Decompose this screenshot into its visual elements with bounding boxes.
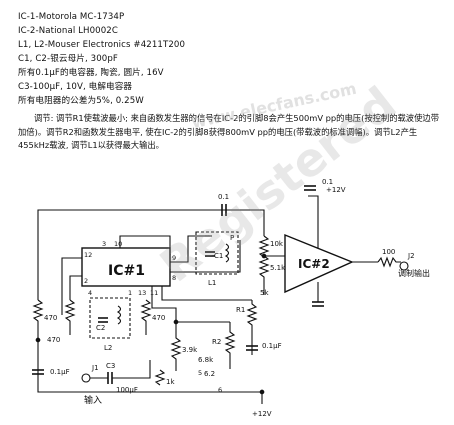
pin-6: 6 <box>218 386 222 394</box>
c3-value: 100μF <box>116 386 138 394</box>
ic2-body <box>284 233 354 294</box>
wire-pin2 <box>69 275 82 300</box>
p-label: P <box>230 234 234 242</box>
l1-label: L1 <box>208 279 216 287</box>
cap-ic2-top-value: 0.1 <box>322 178 333 186</box>
resistor-r2 <box>224 322 236 369</box>
r6-8k-label: 6.8k <box>198 356 214 364</box>
r470-right-label: 470 <box>152 314 165 322</box>
pin-9: 9 <box>172 254 176 262</box>
parts-list: IC-1-Motorola MC-1734P IC-2-National LH0… <box>18 10 185 108</box>
pin6-2-label: 6.2 <box>204 370 215 378</box>
r470-left-label: 470 <box>44 314 57 322</box>
adjustment-paragraph: 调节: 调节R1使载波最小; 来自函数发生器的信号在IC-2的引脚8会产生500… <box>18 113 439 150</box>
resistor-470-left <box>32 299 44 341</box>
resistor-r1 <box>246 300 258 355</box>
input-label: 输入 <box>84 394 102 406</box>
l2-coil <box>116 305 122 325</box>
pin-1: 1 <box>128 289 132 297</box>
r470-mid-label: 470 <box>47 336 60 344</box>
pin-5: 5 <box>198 369 202 377</box>
c3-label: C3 <box>106 362 115 370</box>
r1-label: R1 <box>236 306 245 314</box>
pin-11: 11 <box>150 289 158 297</box>
r1k-label: 1k <box>166 378 175 386</box>
note-ic2: IC-2-National LH0002C <box>18 26 118 36</box>
r10k-label: 10k <box>270 240 284 248</box>
pin-2: 2 <box>84 277 88 285</box>
l1-coil <box>224 243 230 263</box>
wire-pin8 <box>170 240 241 273</box>
wire-pin12 <box>61 257 82 315</box>
ic2-label: IC#2 <box>298 257 330 271</box>
junction-dot <box>261 253 267 259</box>
junction-dot <box>259 389 265 395</box>
j1-label: J1 <box>91 364 99 372</box>
input-jack-j1 <box>81 373 91 383</box>
ic1-label: IC#1 <box>108 263 145 279</box>
pin-4: 4 <box>88 289 92 297</box>
resistor-100 <box>377 256 401 268</box>
r3-9k-label: 3.9k <box>182 346 198 354</box>
note-resistors: 所有电阻器的公差为5%, 0.25W <box>18 96 144 106</box>
pin-8: 8 <box>172 274 176 282</box>
r5-1k-label: 5.1k <box>270 264 286 272</box>
r5k-label: 5k <box>260 289 269 297</box>
wire-pin11 <box>161 286 252 301</box>
cap-bottom-left-value: 0.1μF <box>50 368 70 376</box>
c1-label: C1 <box>214 252 223 260</box>
note-c3: C3-100μF, 10V, 电解电容器 <box>18 82 133 92</box>
pin-10: 10 <box>114 240 122 248</box>
l2-label: L2 <box>104 344 112 352</box>
plus12v-top-label: +12V <box>326 186 346 194</box>
junction-dot <box>35 337 41 343</box>
output-label: 调制输出 <box>398 268 430 278</box>
output-jack-j2 <box>399 261 409 271</box>
r100-label: 100 <box>382 248 395 256</box>
wire-top-loop <box>37 209 265 300</box>
note-caps-common: 所有0.1μF的电容器, 陶瓷, 圆片, 16V <box>18 68 164 78</box>
wire-plus12v-top <box>308 195 319 248</box>
resistor-470-mid <box>64 299 76 335</box>
wire-pin9 <box>170 235 212 263</box>
cap-top-value: 0.1 <box>218 193 229 201</box>
tank-l2-c2 <box>89 297 131 339</box>
wire-bottom-rail <box>37 340 262 393</box>
note-capacitors: C1, C2-银云母片, 300pF <box>18 54 118 64</box>
wire-input-to-r <box>112 360 151 379</box>
note-inductors: L1, L2-Mouser Electronics #4211T200 <box>18 40 186 50</box>
resistor-470-right <box>140 299 152 335</box>
wire-bottom-ic1 <box>151 286 230 323</box>
note-ic1: IC-1-Motorola MC-1734P <box>18 12 125 22</box>
r2-label: R2 <box>212 338 221 346</box>
resistor-1k <box>154 369 166 386</box>
cap-r1-value: 0.1μF <box>262 342 282 350</box>
plus12v-bottom-label: +12V <box>252 410 272 418</box>
tank-l1-c1 <box>195 231 239 275</box>
wire-pin10 <box>119 235 171 248</box>
ic1-body <box>81 247 171 287</box>
pin-3: 3 <box>102 240 106 248</box>
junction-dot <box>173 319 179 325</box>
pin-13: 13 <box>138 289 146 297</box>
c2-label: C2 <box>96 324 105 332</box>
resistor-5-1k <box>258 255 270 295</box>
pin-12: 12 <box>84 251 92 259</box>
j2-label: J2 <box>407 252 415 260</box>
resistor-3-9k <box>170 322 182 371</box>
resistor-10k <box>258 235 270 258</box>
